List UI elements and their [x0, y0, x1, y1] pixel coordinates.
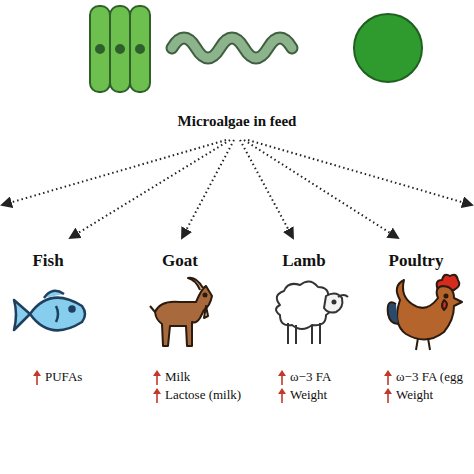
- hub-label: Microalgae in feed: [178, 113, 297, 130]
- effect-text: Weight: [290, 388, 327, 403]
- algae-cell: [354, 14, 422, 82]
- rooster-icon: [388, 275, 462, 350]
- effect-text: ω−3 FA (egg: [396, 370, 463, 385]
- effect-text: Lactose (milk): [165, 388, 241, 403]
- animal-name: Goat: [162, 251, 198, 271]
- goat-icon: [150, 278, 212, 346]
- lamb-icon: [276, 281, 348, 344]
- animal-name: Fish: [32, 251, 63, 271]
- effect-text: PUFAs: [45, 370, 82, 385]
- fish-icon: [14, 291, 85, 331]
- animal-name: Lamb: [282, 251, 325, 271]
- algae-spiral: [172, 38, 292, 58]
- algae-filament: [90, 6, 150, 92]
- increase-arrows: [33, 370, 392, 403]
- effect-text: Weight: [396, 388, 433, 403]
- algae-spiral-fill: [172, 38, 292, 58]
- effect-text: ω−3 FA: [290, 370, 331, 385]
- animal-name: Poultry: [389, 251, 444, 271]
- fan-lines: [2, 140, 472, 238]
- effect-text: Milk: [165, 370, 190, 385]
